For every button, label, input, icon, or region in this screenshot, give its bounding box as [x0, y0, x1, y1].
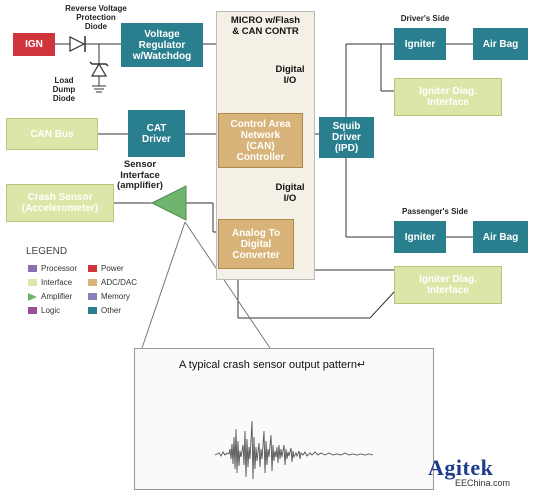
agitek-logo: Agitek [428, 455, 494, 480]
legend-item-label: Memory [101, 292, 130, 301]
legend-item: Amplifier [28, 292, 72, 301]
legend-item: Power [88, 264, 124, 273]
can-bus-block: CAN Bus [6, 118, 98, 150]
crash-sensor-block: Crash Sensor (Accelerometer) [6, 184, 114, 222]
igniter-driver-block: Igniter [394, 28, 446, 60]
watermark-text: EEChina.com [455, 478, 511, 488]
igniter-passenger-block: Igniter [394, 221, 446, 253]
legend-title: LEGEND [26, 246, 68, 257]
legend-swatch-icon [28, 265, 37, 272]
igniter-diag-passenger-block: Igniter Diag. Interface [394, 266, 502, 304]
squib-driver-block: Squib Driver (IPD) [319, 117, 374, 158]
legend-item: Processor [28, 264, 77, 273]
sensor-interface-label: Sensor Interface (amplifier) [117, 159, 163, 191]
crash-waveform [214, 420, 374, 480]
legend-item-label: Logic [41, 306, 61, 315]
legend-item: Logic [28, 306, 60, 315]
voltage-regulator-block: Voltage Regulator w/Watchdog [121, 23, 203, 67]
inset-caption: A typical crash sensor output pattern↵ [179, 359, 367, 371]
airbag-passenger-block: Air Bag [473, 221, 528, 253]
legend-item-label: Power [101, 264, 124, 273]
reverse-voltage-label: Reverse Voltage Protection Diode [65, 4, 127, 31]
legend-swatch-icon [88, 307, 97, 314]
legend-swatch-icon [28, 279, 37, 286]
cat-driver-block: CAT Driver [128, 110, 185, 157]
drivers-side-label: Driver's Side [400, 14, 450, 23]
legend-item-label: ADC/DAC [101, 278, 138, 287]
ign-block: IGN [13, 33, 55, 56]
adc-block: Analog To Digital Converter [218, 219, 294, 269]
amplifier-icon [150, 185, 187, 221]
legend-swatch-icon [88, 265, 97, 272]
can-controller-block: Control Area Network (CAN) Controller [218, 113, 303, 168]
digital-io-top: Digital I/O [275, 64, 305, 86]
airbag-driver-block: Air Bag [473, 28, 528, 60]
digital-io-bottom: Digital I/O [275, 182, 305, 204]
legend-item: ADC/DAC [88, 278, 137, 287]
legend-swatch-icon [88, 293, 97, 300]
legend-item: Interface [28, 278, 72, 287]
passengers-side-label: Passenger's Side [402, 207, 468, 216]
reverse-diode-icon [69, 36, 86, 52]
legend-item: Other [88, 306, 121, 315]
load-dump-label: Load Dump Diode [52, 76, 76, 103]
legend-item: Memory [88, 292, 130, 301]
legend-item-label: Processor [41, 264, 78, 273]
load-dump-diode-icon [89, 61, 109, 93]
legend-item-label: Other [101, 306, 122, 315]
legend-swatch-icon [28, 307, 37, 314]
crash-waveform-inset: A typical crash sensor output pattern↵ [134, 348, 434, 490]
micro-title: MICRO w/Flash & CAN CONTR [230, 15, 301, 37]
legend-item-label: Interface [41, 278, 73, 287]
legend-swatch-icon [88, 279, 97, 286]
amplifier-legend-icon [28, 292, 37, 301]
legend-item-label: Amplifier [41, 292, 73, 301]
igniter-diag-driver-block: Igniter Diag. Interface [394, 78, 502, 116]
